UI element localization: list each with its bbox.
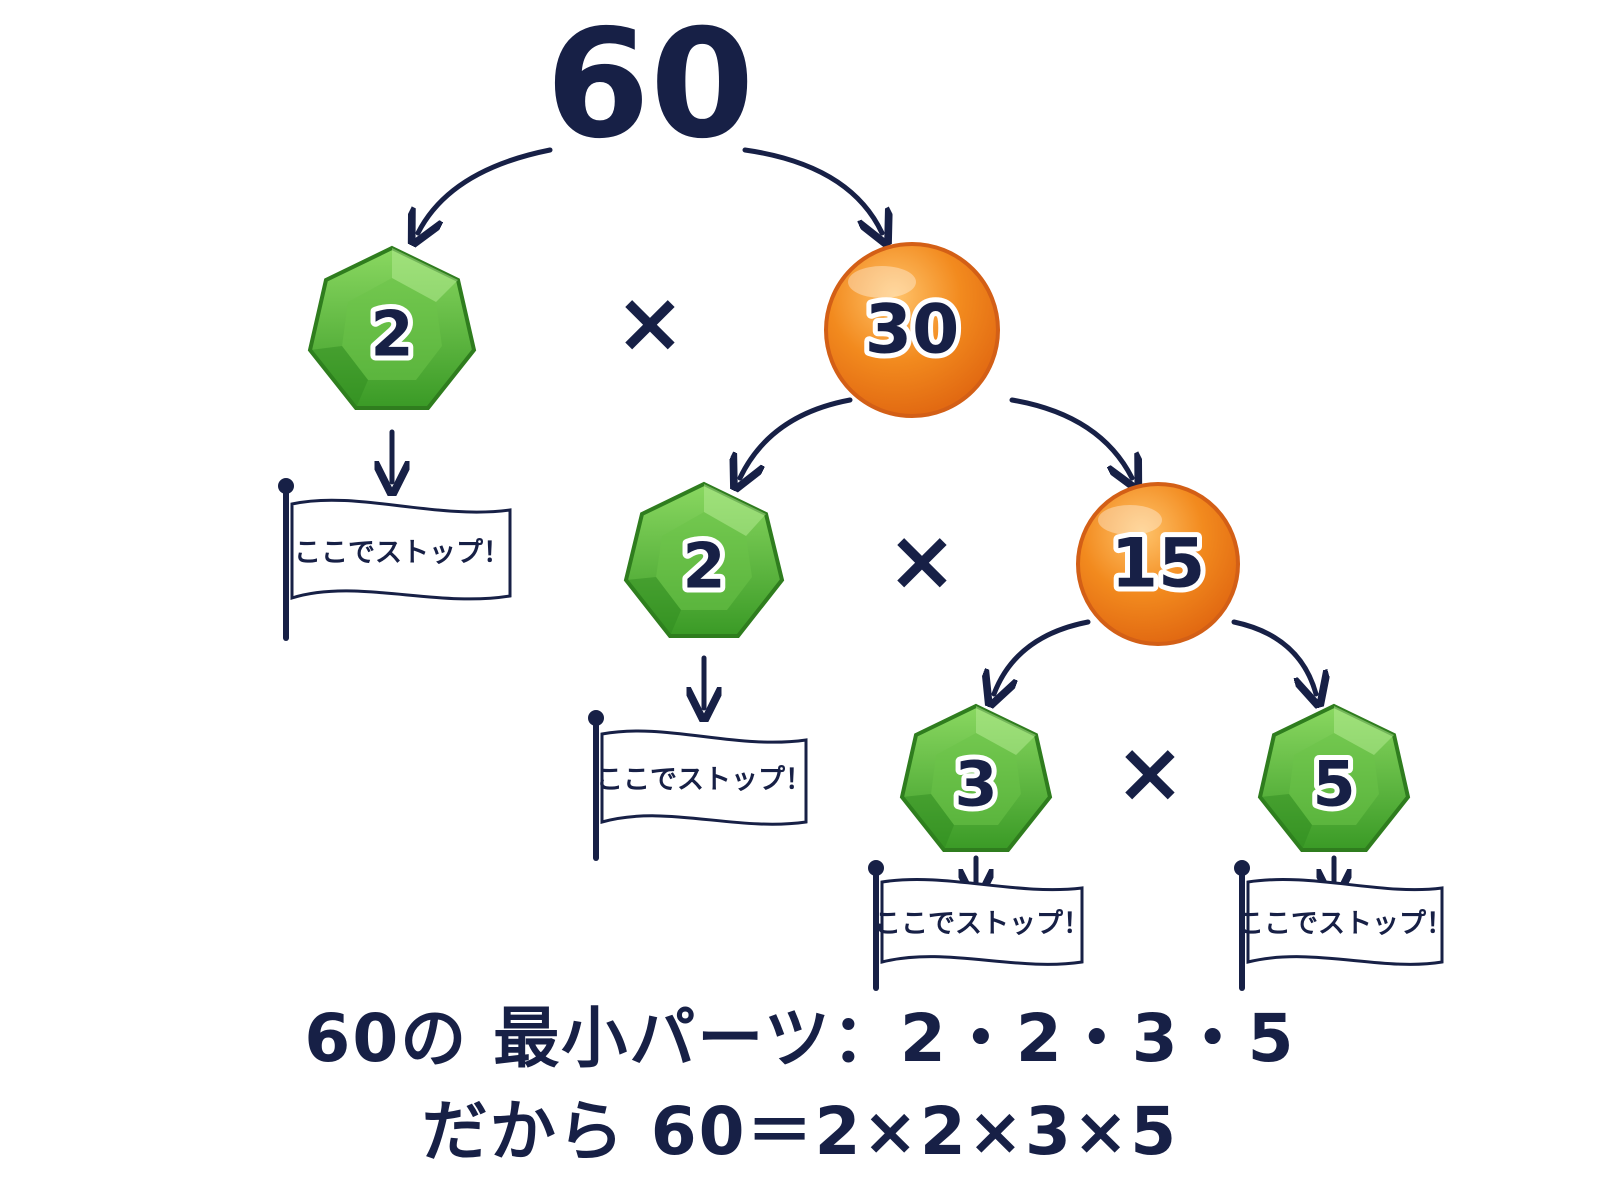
summary-equation: だから 60＝2×2×3×5 — [421, 1093, 1179, 1170]
arrow-15-right — [1231, 619, 1316, 694]
green-gem-icon — [307, 245, 477, 410]
flag-icon — [588, 710, 808, 861]
root-number: 60 — [546, 0, 755, 172]
svg-text:ここでストップ！: ここでストップ！ — [1237, 909, 1453, 940]
stop-flag-4: ここでストップ！ — [1234, 860, 1453, 991]
flag-icon — [278, 478, 512, 641]
svg-text:ここでストップ！: ここでストップ！ — [874, 909, 1090, 940]
ball-node-15: 15 — [1076, 482, 1240, 646]
arrow-root-left — [418, 147, 553, 233]
svg-text:2: 2 — [370, 298, 413, 371]
times-sign-level1: × — [615, 273, 685, 371]
svg-text:3: 3 — [954, 748, 997, 821]
orange-ball-icon — [824, 242, 1000, 418]
svg-text:ここでストップ！: ここでストップ！ — [294, 538, 510, 569]
green-gem-icon — [899, 703, 1053, 852]
gem-node-2-a: 2 — [307, 245, 477, 410]
orange-ball-icon — [1076, 482, 1240, 646]
arrow-30-right — [1009, 397, 1132, 478]
svg-text:2: 2 — [682, 530, 725, 603]
times-sign-level3: × — [1115, 723, 1185, 821]
arrow-15-left — [994, 619, 1091, 694]
stop-flag-2: ここでストップ！ — [588, 710, 812, 861]
svg-text:30: 30 — [865, 291, 960, 370]
stop-flag-3: ここでストップ！ — [868, 860, 1090, 991]
summary-prime-parts: 60の 最小パーツ：2・2・3・5 — [304, 1000, 1296, 1077]
green-gem-icon — [623, 481, 785, 638]
arrow-30-left — [740, 397, 853, 478]
gem-node-3: 3 — [899, 703, 1053, 852]
flag-icon — [868, 860, 1084, 991]
arrow-root-right — [742, 147, 882, 233]
ball-node-30: 30 — [824, 242, 1000, 418]
gem-node-5: 5 — [1257, 703, 1411, 852]
green-gem-icon — [1257, 703, 1411, 852]
svg-text:15: 15 — [1111, 525, 1206, 604]
stop-flag-1: ここでストップ！ — [278, 478, 512, 641]
svg-text:ここでストップ！: ここでストップ！ — [596, 765, 812, 796]
flag-icon — [1234, 860, 1444, 991]
gem-node-2-b: 2 — [623, 481, 785, 638]
times-sign-level2: × — [887, 511, 957, 609]
svg-text:5: 5 — [1312, 748, 1355, 821]
